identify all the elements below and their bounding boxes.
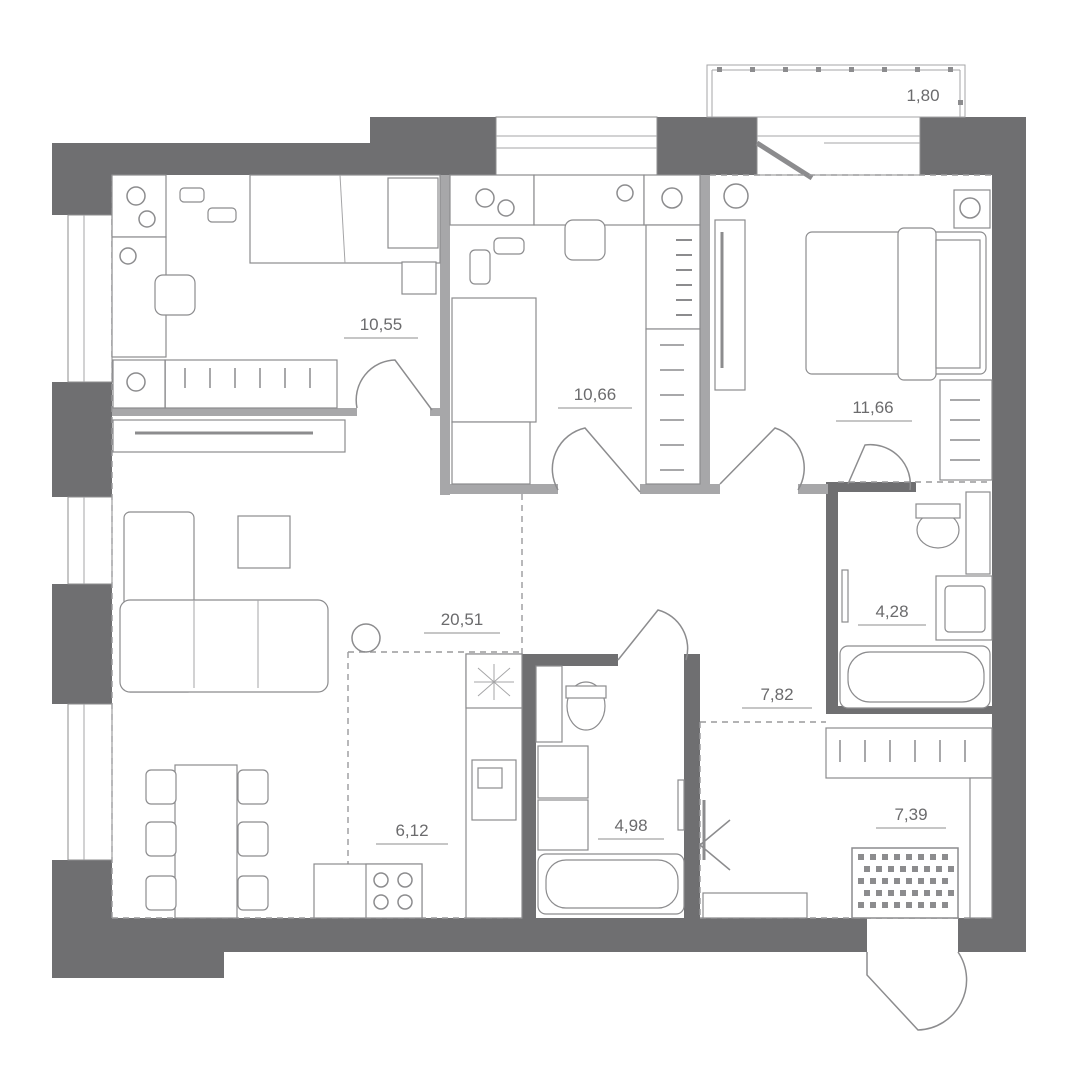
doors bbox=[355, 359, 968, 1031]
room-area-bedroom-left: 10,55 bbox=[360, 315, 403, 334]
exterior-walls bbox=[52, 117, 1026, 978]
balcony bbox=[706, 64, 966, 181]
entrance-furniture bbox=[702, 727, 993, 919]
room-area-balcony: 1,80 bbox=[906, 86, 939, 105]
bathroom-center-furniture bbox=[535, 665, 685, 915]
room-area-bedroom-middle: 10,66 bbox=[574, 385, 617, 404]
area-labels: 10,55 10,66 11,66 20,51 4,28 7,82 6,12 4… bbox=[344, 86, 946, 845]
bedroom-left-furniture bbox=[111, 174, 441, 453]
kitchen-furniture bbox=[313, 653, 523, 919]
room-area-hallway: 7,82 bbox=[760, 685, 793, 704]
bedroom-middle-furniture bbox=[449, 174, 746, 485]
room-area-entrance-hall: 7,39 bbox=[894, 805, 927, 824]
partitions bbox=[112, 175, 828, 495]
windows bbox=[67, 116, 921, 861]
room-area-kitchen: 6,12 bbox=[395, 821, 428, 840]
room-area-living-room: 20,51 bbox=[441, 610, 484, 629]
room-area-bathroom-right: 4,28 bbox=[875, 602, 908, 621]
bathroom-right-furniture bbox=[839, 491, 993, 709]
living-room-furniture bbox=[119, 511, 381, 919]
room-area-bedroom-right: 11,66 bbox=[852, 398, 893, 417]
bedroom-right-furniture bbox=[723, 183, 993, 481]
room-area-bathroom-center: 4,98 bbox=[614, 816, 647, 835]
